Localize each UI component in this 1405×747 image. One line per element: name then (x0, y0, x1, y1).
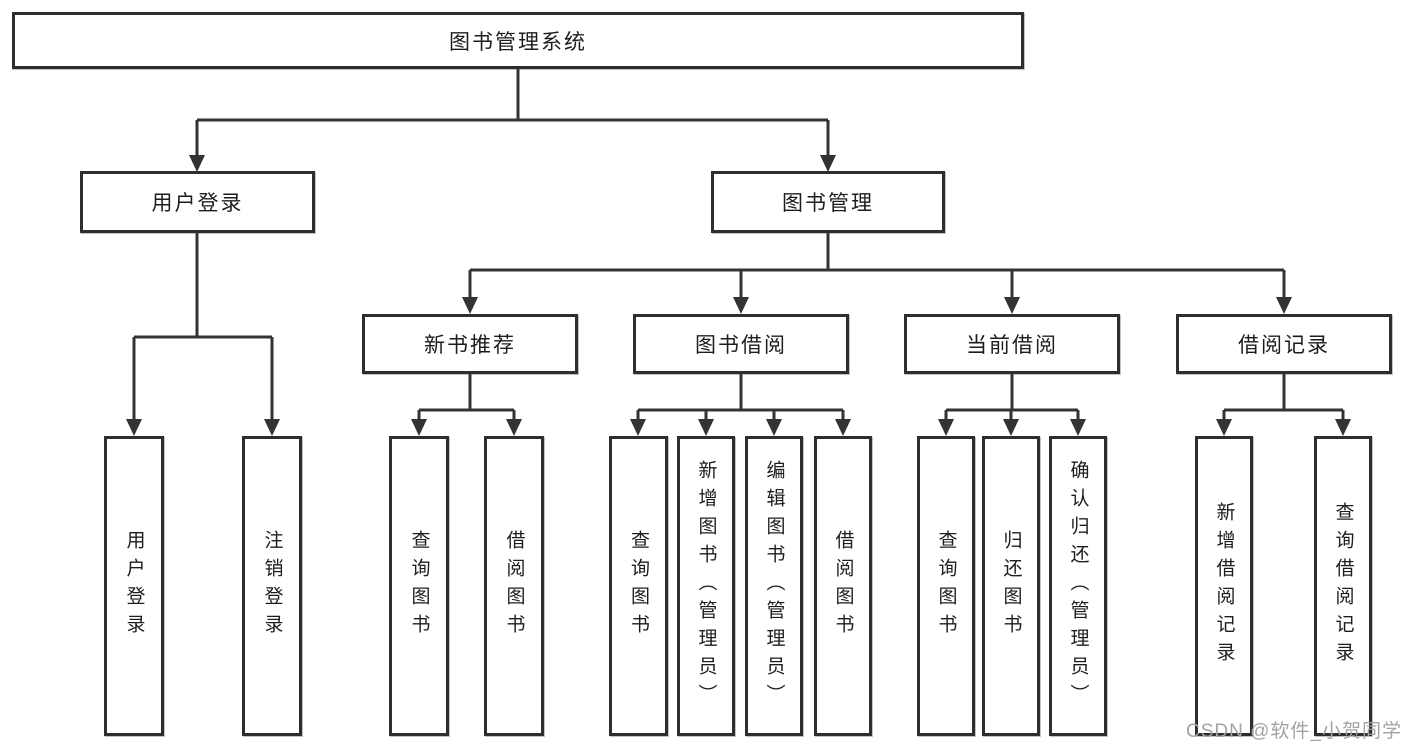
leaf-current-query-books: 查询图书 (917, 436, 975, 736)
node-library-management-system: 图书管理系统 (12, 12, 1024, 69)
leaf-label: 新增图书（管理员） (695, 460, 717, 712)
leaf-label: 新增借阅记录 (1213, 502, 1235, 670)
leaf-current-return-books: 归还图书 (982, 436, 1040, 736)
leaf-label: 确认归还（管理员） (1067, 460, 1089, 712)
leaf-record-add: 新增借阅记录 (1195, 436, 1253, 736)
node-book-borrow: 图书借阅 (633, 314, 849, 374)
node-book-management-branch: 图书管理 (711, 171, 945, 233)
leaf-current-confirm-return-admin: 确认归还（管理员） (1049, 436, 1107, 736)
leaf-borrow-borrow-books: 借阅图书 (814, 436, 872, 736)
leaf-borrow-query-books: 查询图书 (609, 436, 668, 736)
leaf-label: 归还图书 (1000, 530, 1022, 642)
node-user-login-branch: 用户登录 (80, 171, 315, 233)
leaf-recommend-borrow-books: 借阅图书 (484, 436, 544, 736)
leaf-label: 查询图书 (408, 530, 430, 642)
leaf-borrow-add-books-admin: 新增图书（管理员） (677, 436, 735, 736)
node-current-borrow: 当前借阅 (904, 314, 1120, 374)
leaf-label: 查询借阅记录 (1332, 502, 1354, 670)
leaf-label: 注销登录 (261, 530, 283, 642)
leaf-label: 查询图书 (628, 530, 649, 642)
leaf-recommend-query-books: 查询图书 (389, 436, 449, 736)
leaf-label: 用户登录 (123, 530, 145, 642)
node-new-book-recommend: 新书推荐 (362, 314, 578, 374)
node-borrow-record: 借阅记录 (1176, 314, 1392, 374)
leaf-label: 查询图书 (935, 530, 957, 642)
leaf-label: 编辑图书（管理员） (763, 460, 785, 712)
leaf-borrow-edit-books-admin: 编辑图书（管理员） (745, 436, 803, 736)
watermark: CSDN @软件_小贺同学 (1186, 721, 1402, 742)
leaf-label: 借阅图书 (503, 530, 525, 642)
leaf-logout: 注销登录 (242, 436, 302, 736)
leaf-label: 借阅图书 (832, 530, 854, 642)
leaf-record-query: 查询借阅记录 (1314, 436, 1372, 736)
leaf-user-login: 用户登录 (104, 436, 164, 736)
